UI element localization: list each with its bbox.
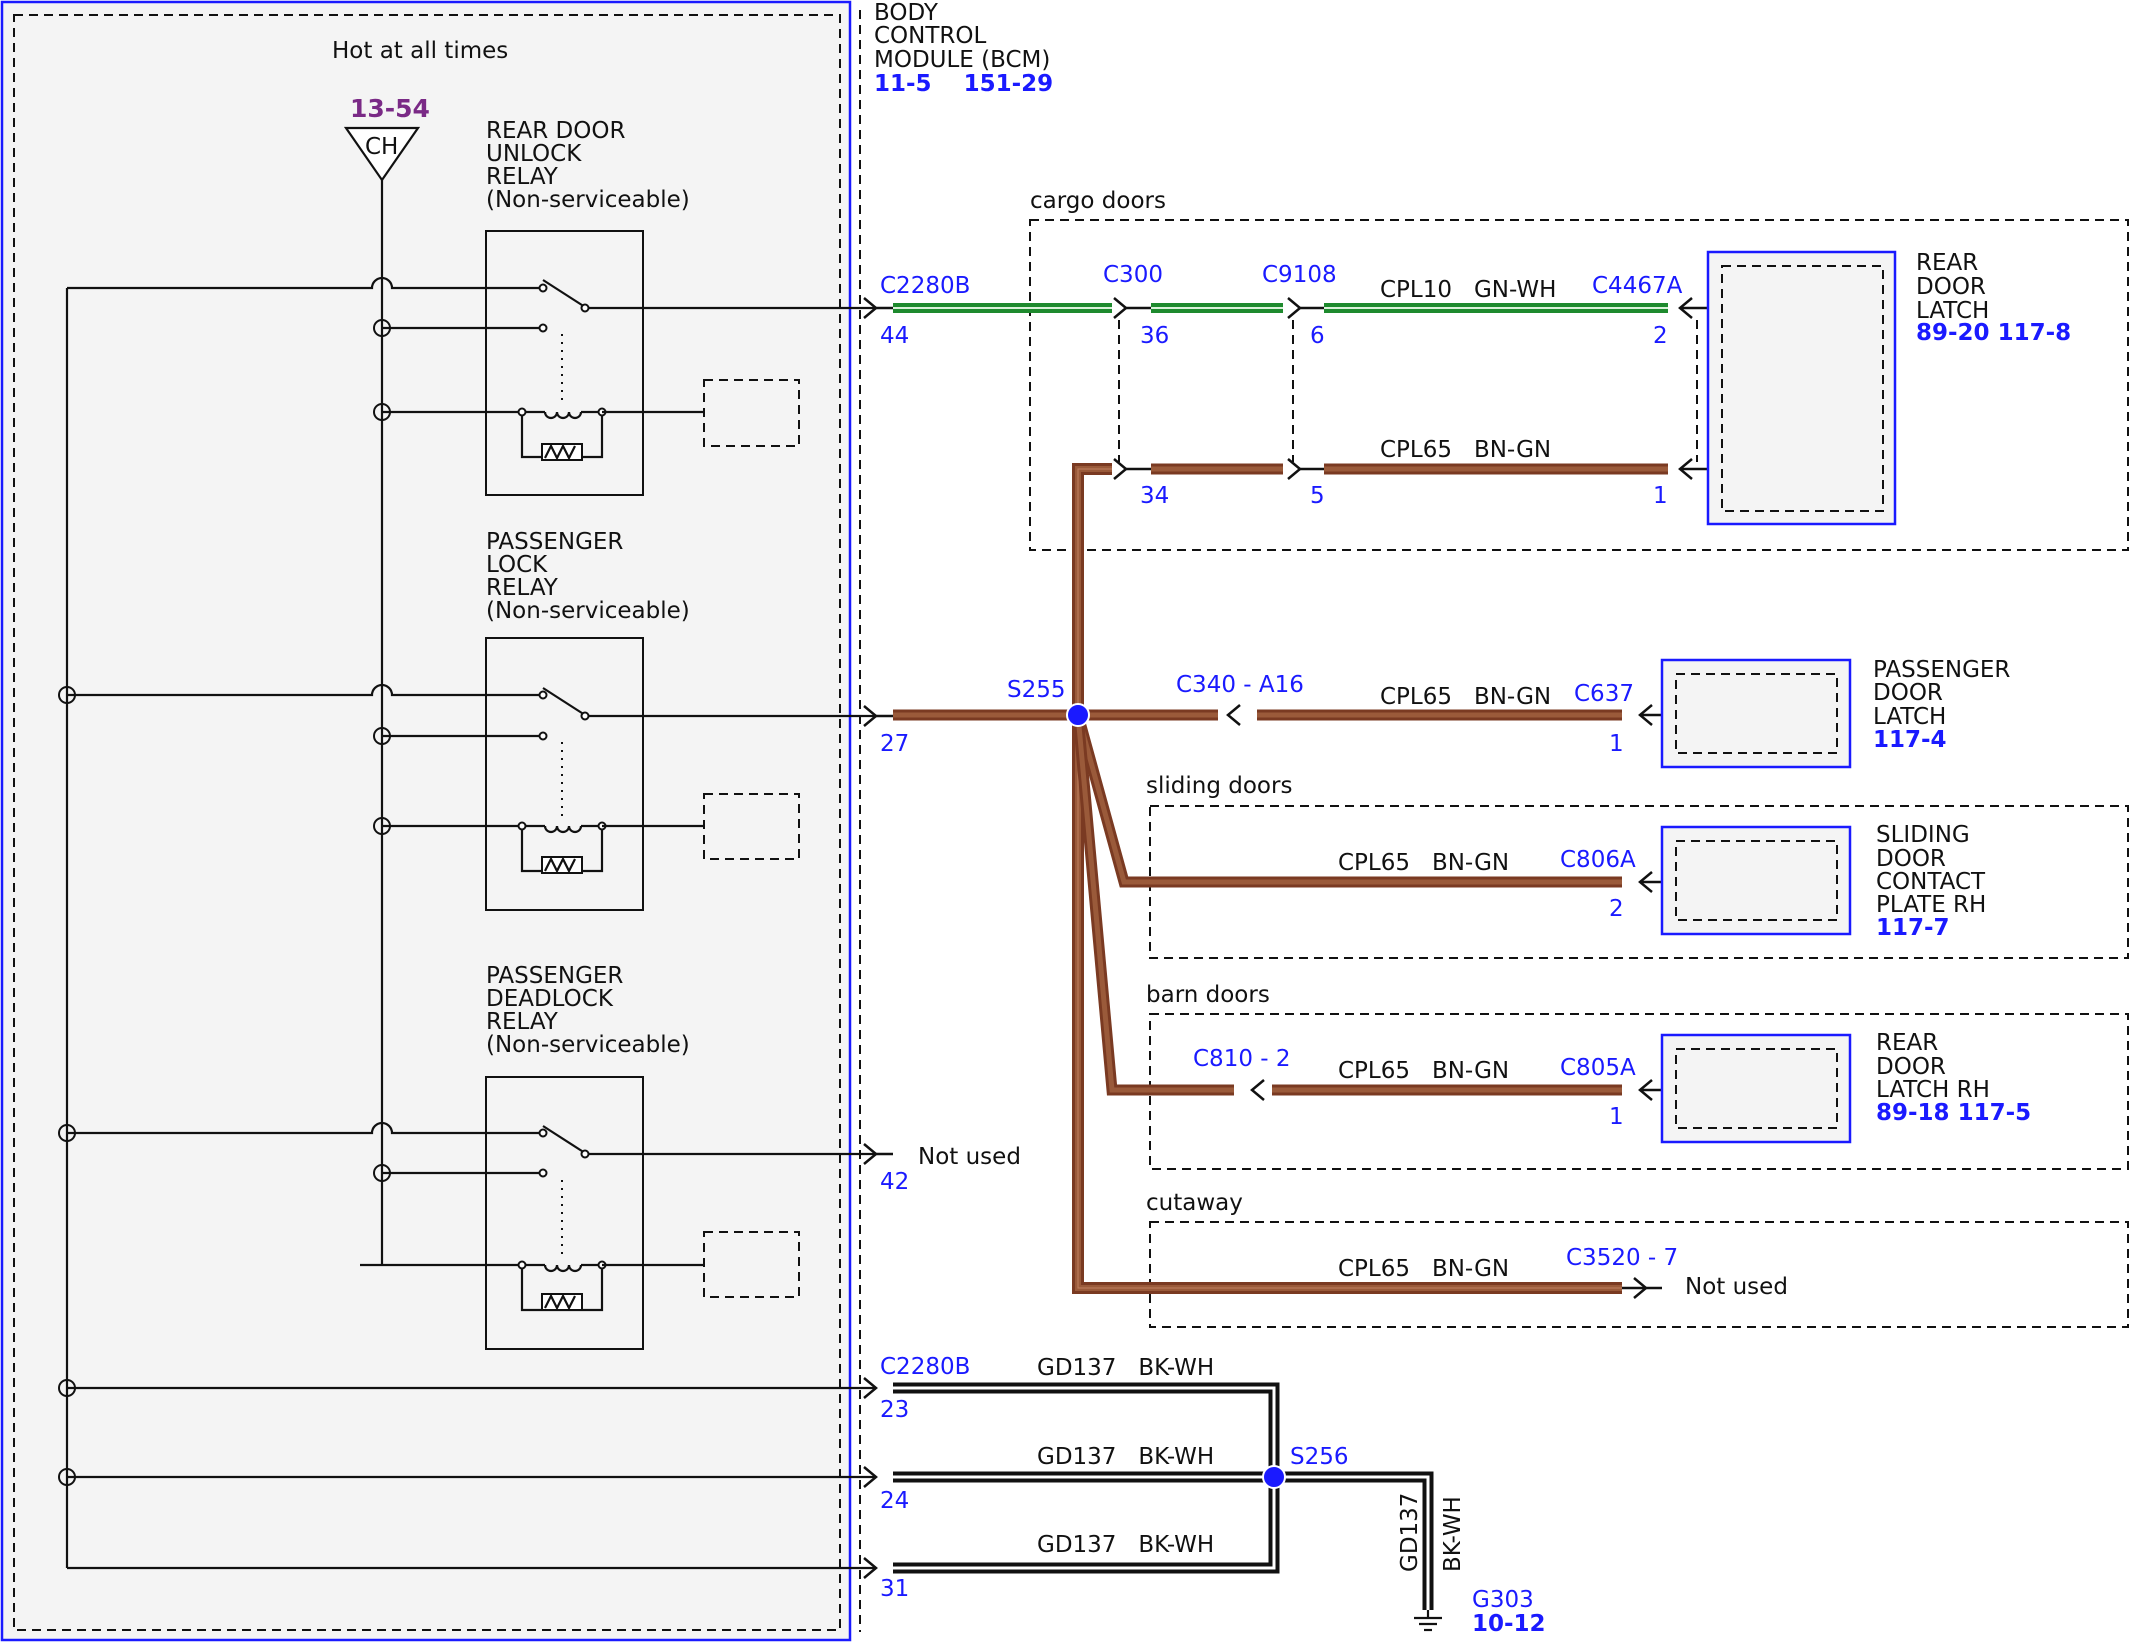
connector-c4467a[interactable]: C4467A [1592,273,1683,299]
pin-27: 27 [880,731,909,757]
passenger-door-latch[interactable]: PASSENGER DOOR LATCH 117-4 [1660,657,2018,769]
relay-3-title: PASSENGER DEADLOCK RELAY (Non-serviceabl… [486,963,690,1058]
pin-31: 31 [880,1576,909,1602]
pin-1-rear-latch: 1 [1653,483,1668,509]
pin-44: 44 [880,323,909,349]
wire-label-cpl65-cargo: CPL65 BN-GN [1380,437,1551,463]
pin-6: 6 [1310,323,1325,349]
rear-door-latch-refs[interactable]: 89-20 117-8 [1916,320,2071,346]
pin-1-passenger-latch: 1 [1609,731,1624,757]
pin-1-rear-latch-rh: 1 [1609,1104,1624,1130]
wire-label-gd137-vertical: GD137 [1397,1493,1423,1572]
ground-g303-label: G303 [1472,1587,1534,1613]
relay-1-title: REAR DOOR UNLOCK RELAY (Non-serviceable) [486,118,690,213]
not-used-42-label: Not used [918,1144,1021,1170]
fuse-triangle-icon [343,126,421,182]
connector-c9108[interactable]: C9108 [1262,262,1337,288]
wire-label-cpl65-sliding: CPL65 BN-GN [1338,850,1509,876]
not-used-cutaway-label: Not used [1685,1274,1788,1300]
bcm-refs[interactable]: 11-5 151-29 [874,71,1053,97]
sliding-door-contact-plate-refs[interactable]: 117-7 [1876,915,1950,941]
barn-doors-zone [1149,1013,2129,1170]
pin-5: 5 [1310,483,1325,509]
connector-c637[interactable]: C637 [1574,681,1634,707]
wire-label-cpl10: CPL10 GN-WH [1380,277,1556,303]
svg-text:SLIDING DOOR CONTA: SLIDING DOOR CONTACT PLATE RH [1876,822,1992,918]
splice-s255-label: S255 [1007,677,1066,703]
hot-at-all-times-region [13,14,841,1631]
splice-s256[interactable] [1262,1465,1286,1489]
pin-42: 42 [880,1169,909,1195]
wire-label-cpl65-cutaway: CPL65 BN-GN [1338,1256,1509,1282]
cargo-doors-zone [1029,219,2129,551]
splice-s255[interactable] [1066,703,1090,727]
ground-g303 [1414,1610,1442,1632]
passenger-door-latch-refs[interactable]: 117-4 [1873,727,1947,753]
connector-c300[interactable]: C300 [1103,262,1163,288]
pin-24: 24 [880,1488,909,1514]
rear-door-latch[interactable]: REAR DOOR LATCH 89-20 117-8 [1706,250,2071,526]
passenger-lock-relay: PASSENGER LOCK RELAY (Non-serviceable) [58,529,876,911]
fuse-label: CH [365,134,398,160]
pin-36: 36 [1140,323,1169,349]
rear-door-unlock-relay: REAR DOOR UNLOCK RELAY (Non-serviceable) [67,118,876,496]
relay-2-title: PASSENGER LOCK RELAY (Non-serviceable) [486,529,690,624]
wire-cpl65-network[interactable] [893,463,1668,1294]
connector-c3520[interactable]: C3520 - 7 [1566,1245,1678,1271]
connector-c340[interactable]: C340 - A16 [1176,672,1304,698]
bcm-boundary [0,0,852,1642]
wire-label-gd137-1: GD137 BK-WH [1037,1355,1214,1381]
wire-label-gd137-3: GD137 BK-WH [1037,1532,1214,1558]
rear-door-latch-rh[interactable]: REAR DOOR LATCH RH 89-18 117-5 [1660,1030,2031,1144]
cutaway-label: cutaway [1146,1190,1243,1216]
pin-23: 23 [880,1397,909,1423]
sliding-doors-label: sliding doors [1146,773,1292,799]
wire-label-gd137-2: GD137 BK-WH [1037,1444,1214,1470]
wire-label-cpl65-passenger: CPL65 BN-GN [1380,684,1551,710]
connector-c810[interactable]: C810 - 2 [1193,1046,1291,1072]
svg-text:REAR DOOR LATCH RH: REAR DOOR LATCH RH [1876,1030,1990,1103]
splice-s256-label: S256 [1290,1444,1349,1470]
connector-c806a[interactable]: C806A [1560,847,1636,873]
wire-label-bkwh-vertical: BK-WH [1440,1496,1466,1572]
cutaway-zone [1149,1221,2129,1328]
wire-label-cpl65-barn: CPL65 BN-GN [1338,1058,1509,1084]
connector-c2280b-top[interactable]: C2280B [880,273,970,299]
passenger-deadlock-relay: PASSENGER DEADLOCK RELAY (Non-serviceabl… [58,963,876,1350]
pin-34: 34 [1140,483,1169,509]
sliding-door-contact-plate[interactable]: SLIDING DOOR CONTACT PLATE RH 117-7 [1660,822,1992,941]
pin-2-rear-latch: 2 [1653,323,1668,349]
barn-doors-label: barn doors [1146,982,1270,1008]
rear-door-latch-rh-refs[interactable]: 89-18 117-5 [1876,1100,2031,1126]
bcm-title: BODY CONTROL MODULE (BCM) [874,0,1050,73]
hot-at-all-times-label: Hot at all times [332,38,508,64]
svg-text:PASSENGER DOOR LAT: PASSENGER DOOR LATCH [1873,657,2018,730]
cargo-doors-label: cargo doors [1030,188,1166,214]
connector-c2280b-bottom[interactable]: C2280B [880,1354,970,1380]
fuse-ref[interactable]: 13-54 [350,94,430,123]
wire-gd137-network[interactable] [893,1382,1434,1610]
pin-2-sliding-plate: 2 [1609,896,1624,922]
svg-text:REAR DOOR LATCH: REAR DOOR LATCH [1916,250,1993,324]
connector-c805a[interactable]: C805A [1560,1055,1636,1081]
ground-g303-ref[interactable]: 10-12 [1472,1611,1546,1637]
